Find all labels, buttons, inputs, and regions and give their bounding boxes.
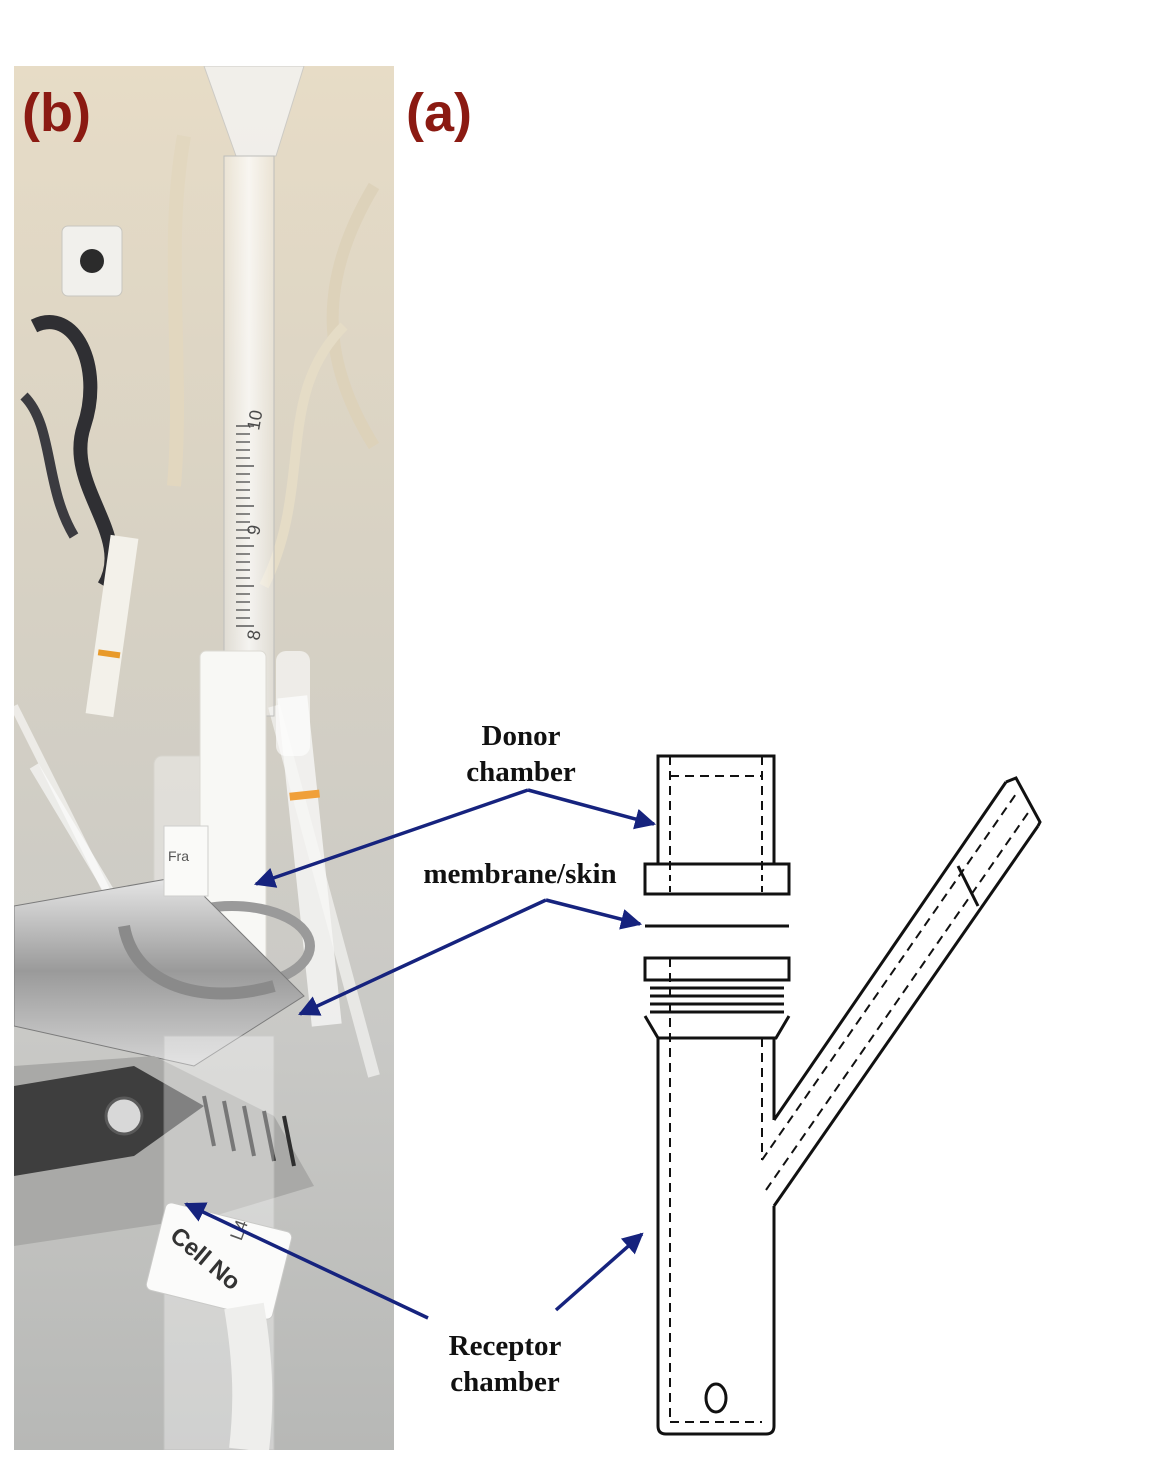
receptor-chamber-drawing xyxy=(643,776,1042,1436)
graduation-9: 9 xyxy=(243,523,264,536)
donor-chamber-drawing xyxy=(643,754,791,896)
membrane-label-text: membrane/skin xyxy=(423,858,617,890)
panel-tag-a: (a) xyxy=(406,83,472,143)
donor-chamber-label: Donor chamber xyxy=(436,718,606,791)
side-label-text: Fra xyxy=(168,848,189,864)
donor-label-line2: chamber xyxy=(466,756,576,789)
callout-arrows xyxy=(184,788,657,1320)
receptor-label-line1: Receptor xyxy=(448,1330,562,1362)
receptor-photo-arrow xyxy=(184,1202,429,1320)
receptor-chamber-label: Receptor chamber xyxy=(420,1328,590,1401)
donor-label-line1: Donor xyxy=(481,720,561,752)
panel-tag-b: (b) xyxy=(22,83,91,143)
membrane-skin-label: membrane/skin xyxy=(400,856,640,892)
donor-diagram-arrow xyxy=(527,788,657,830)
graduation-10: 10 xyxy=(243,408,266,431)
receptor-label-line2: chamber xyxy=(450,1366,560,1399)
membrane-photo-arrow xyxy=(298,898,547,1016)
donor-photo-arrow xyxy=(254,788,529,888)
receptor-diagram-arrow xyxy=(554,1232,644,1312)
membrane-diagram-arrow xyxy=(545,898,643,930)
graduation-8: 8 xyxy=(243,628,264,641)
